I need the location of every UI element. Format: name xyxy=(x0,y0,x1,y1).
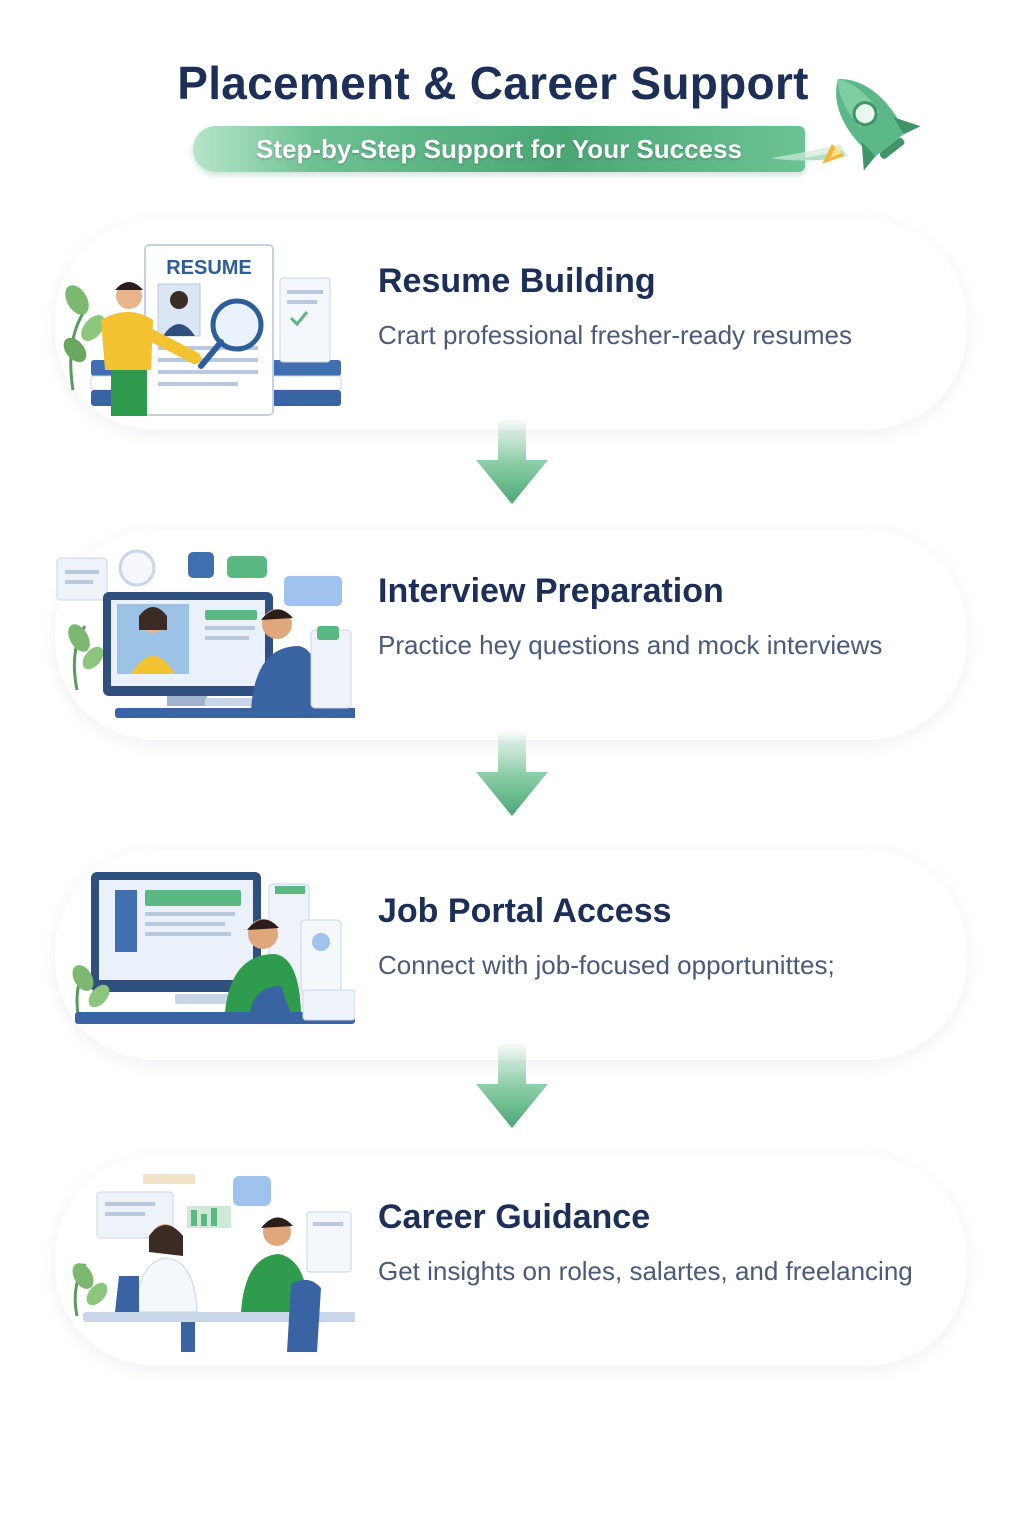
page-title: Placement & Career Support xyxy=(177,57,809,109)
down-arrow-icon xyxy=(476,420,548,504)
interview-illustration xyxy=(56,549,355,718)
subtitle-text: Step-by-Step Support for Your Success xyxy=(256,134,742,164)
step-title: Career Guidance xyxy=(378,1198,651,1236)
step-title: Resume Building xyxy=(378,262,656,300)
step-description: Crart professional fresher-ready resumes xyxy=(378,320,852,350)
down-arrow-icon xyxy=(476,1044,548,1128)
down-arrow-icon xyxy=(476,732,548,816)
subtitle-ribbon: Step-by-Step Support for Your Success xyxy=(193,126,805,172)
step-description: Connect with job-focused opportunittes; xyxy=(378,950,835,980)
job-portal-illustration xyxy=(72,872,355,1024)
step-title: Job Portal Access xyxy=(378,892,672,930)
step-description: Get insights on roles, salartes, and fre… xyxy=(378,1256,913,1286)
step-title: Interview Preparation xyxy=(378,572,724,610)
step-card-resume-building: RESUME Resume Building Crart professiona… xyxy=(55,220,967,430)
step-card-interview-preparation: Interview Preparation Practice hey quest… xyxy=(55,530,967,740)
resume-label: RESUME xyxy=(166,257,252,279)
step-card-career-guidance: Career Guidance Get insights on roles, s… xyxy=(55,1156,967,1366)
rocket-icon xyxy=(770,79,920,171)
resume-illustration: RESUME xyxy=(63,244,342,416)
step-card-job-portal-access: Job Portal Access Connect with job-focus… xyxy=(55,850,967,1060)
header: Placement & Career Support Step-by-Step … xyxy=(0,0,1024,200)
career-guidance-illustration xyxy=(72,1174,355,1352)
step-description: Practice hey questions and mock intervie… xyxy=(378,630,883,660)
